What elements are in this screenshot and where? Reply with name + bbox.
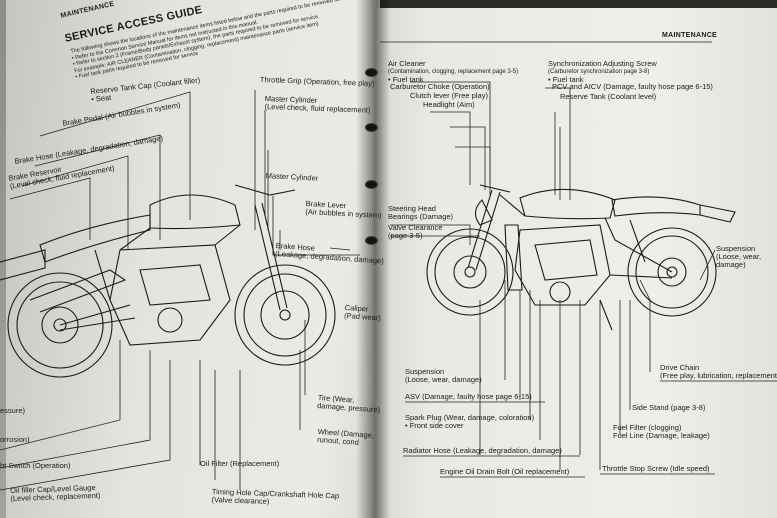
binder-ring bbox=[365, 180, 378, 189]
label-sync-adjusting-screw: Synchronization Adjusting Screw (Carbure… bbox=[548, 59, 657, 84]
motorcycle-left-side-diagram bbox=[0, 184, 336, 378]
label-oil-filter: Oil Filter (Replacement) bbox=[200, 459, 280, 468]
right-page bbox=[375, 8, 777, 518]
binder-ring bbox=[365, 68, 378, 77]
label-clutch-lever: Clutch lever (Free play) bbox=[410, 91, 488, 100]
label-side-stand: Side Stand (page 3-8) bbox=[632, 403, 706, 412]
binder-ring bbox=[365, 236, 378, 245]
label-throttle-stop-screw: Throttle Stop Screw (Idle speed) bbox=[602, 464, 710, 473]
label-spark-plug: Spark Plug (Wear, damage, coloration) • … bbox=[405, 413, 535, 430]
label-suspension-front: Suspension (Loose, wear, damage) bbox=[405, 367, 482, 384]
label-valve-clearance: Valve Clearance (page 3-5) bbox=[388, 223, 443, 240]
label-carburetor-choke: Carburetor Choke (Operation) bbox=[390, 82, 490, 91]
label-pressure: essure) bbox=[0, 406, 26, 415]
label-radiator-hose: Radiator Hose (Leakage, degradation, dam… bbox=[403, 446, 562, 455]
label-steering-head: Steering Head Bearings (Damage) bbox=[388, 204, 454, 221]
label-switch: ht Switch (Operation) bbox=[0, 461, 71, 470]
label-suspension-rear: Suspension (Loose, wear, damage) bbox=[716, 244, 762, 269]
label-air-cleaner: Air Cleaner (Contamination, clogging, re… bbox=[388, 59, 519, 84]
label-asv: ASV (Damage, faulty hose page 6-15) bbox=[405, 392, 532, 401]
right-section-header: MAINTENANCE bbox=[662, 32, 718, 39]
binder-ring bbox=[365, 123, 378, 132]
label-reserve-tank: Reserve Tank (Coolant level) bbox=[560, 92, 657, 101]
label-pcv-aicv: PCV and AICV (Damage, faulty hose page 6… bbox=[552, 82, 713, 91]
left-page bbox=[6, 0, 376, 518]
label-headlight: Headlight (Aim) bbox=[423, 100, 475, 109]
book-gutter bbox=[356, 0, 390, 518]
label-corrosion: orrosion) bbox=[0, 435, 30, 444]
label-oil-drain-bolt: Engine Oil Drain Bolt (Oil replacement) bbox=[440, 467, 570, 476]
label-drive-chain: Drive Chain (Free play, lubrication, rep… bbox=[660, 363, 777, 380]
label-fuel-filter: Fuel Filter (clogging) Fuel Line (Damage… bbox=[613, 423, 710, 440]
